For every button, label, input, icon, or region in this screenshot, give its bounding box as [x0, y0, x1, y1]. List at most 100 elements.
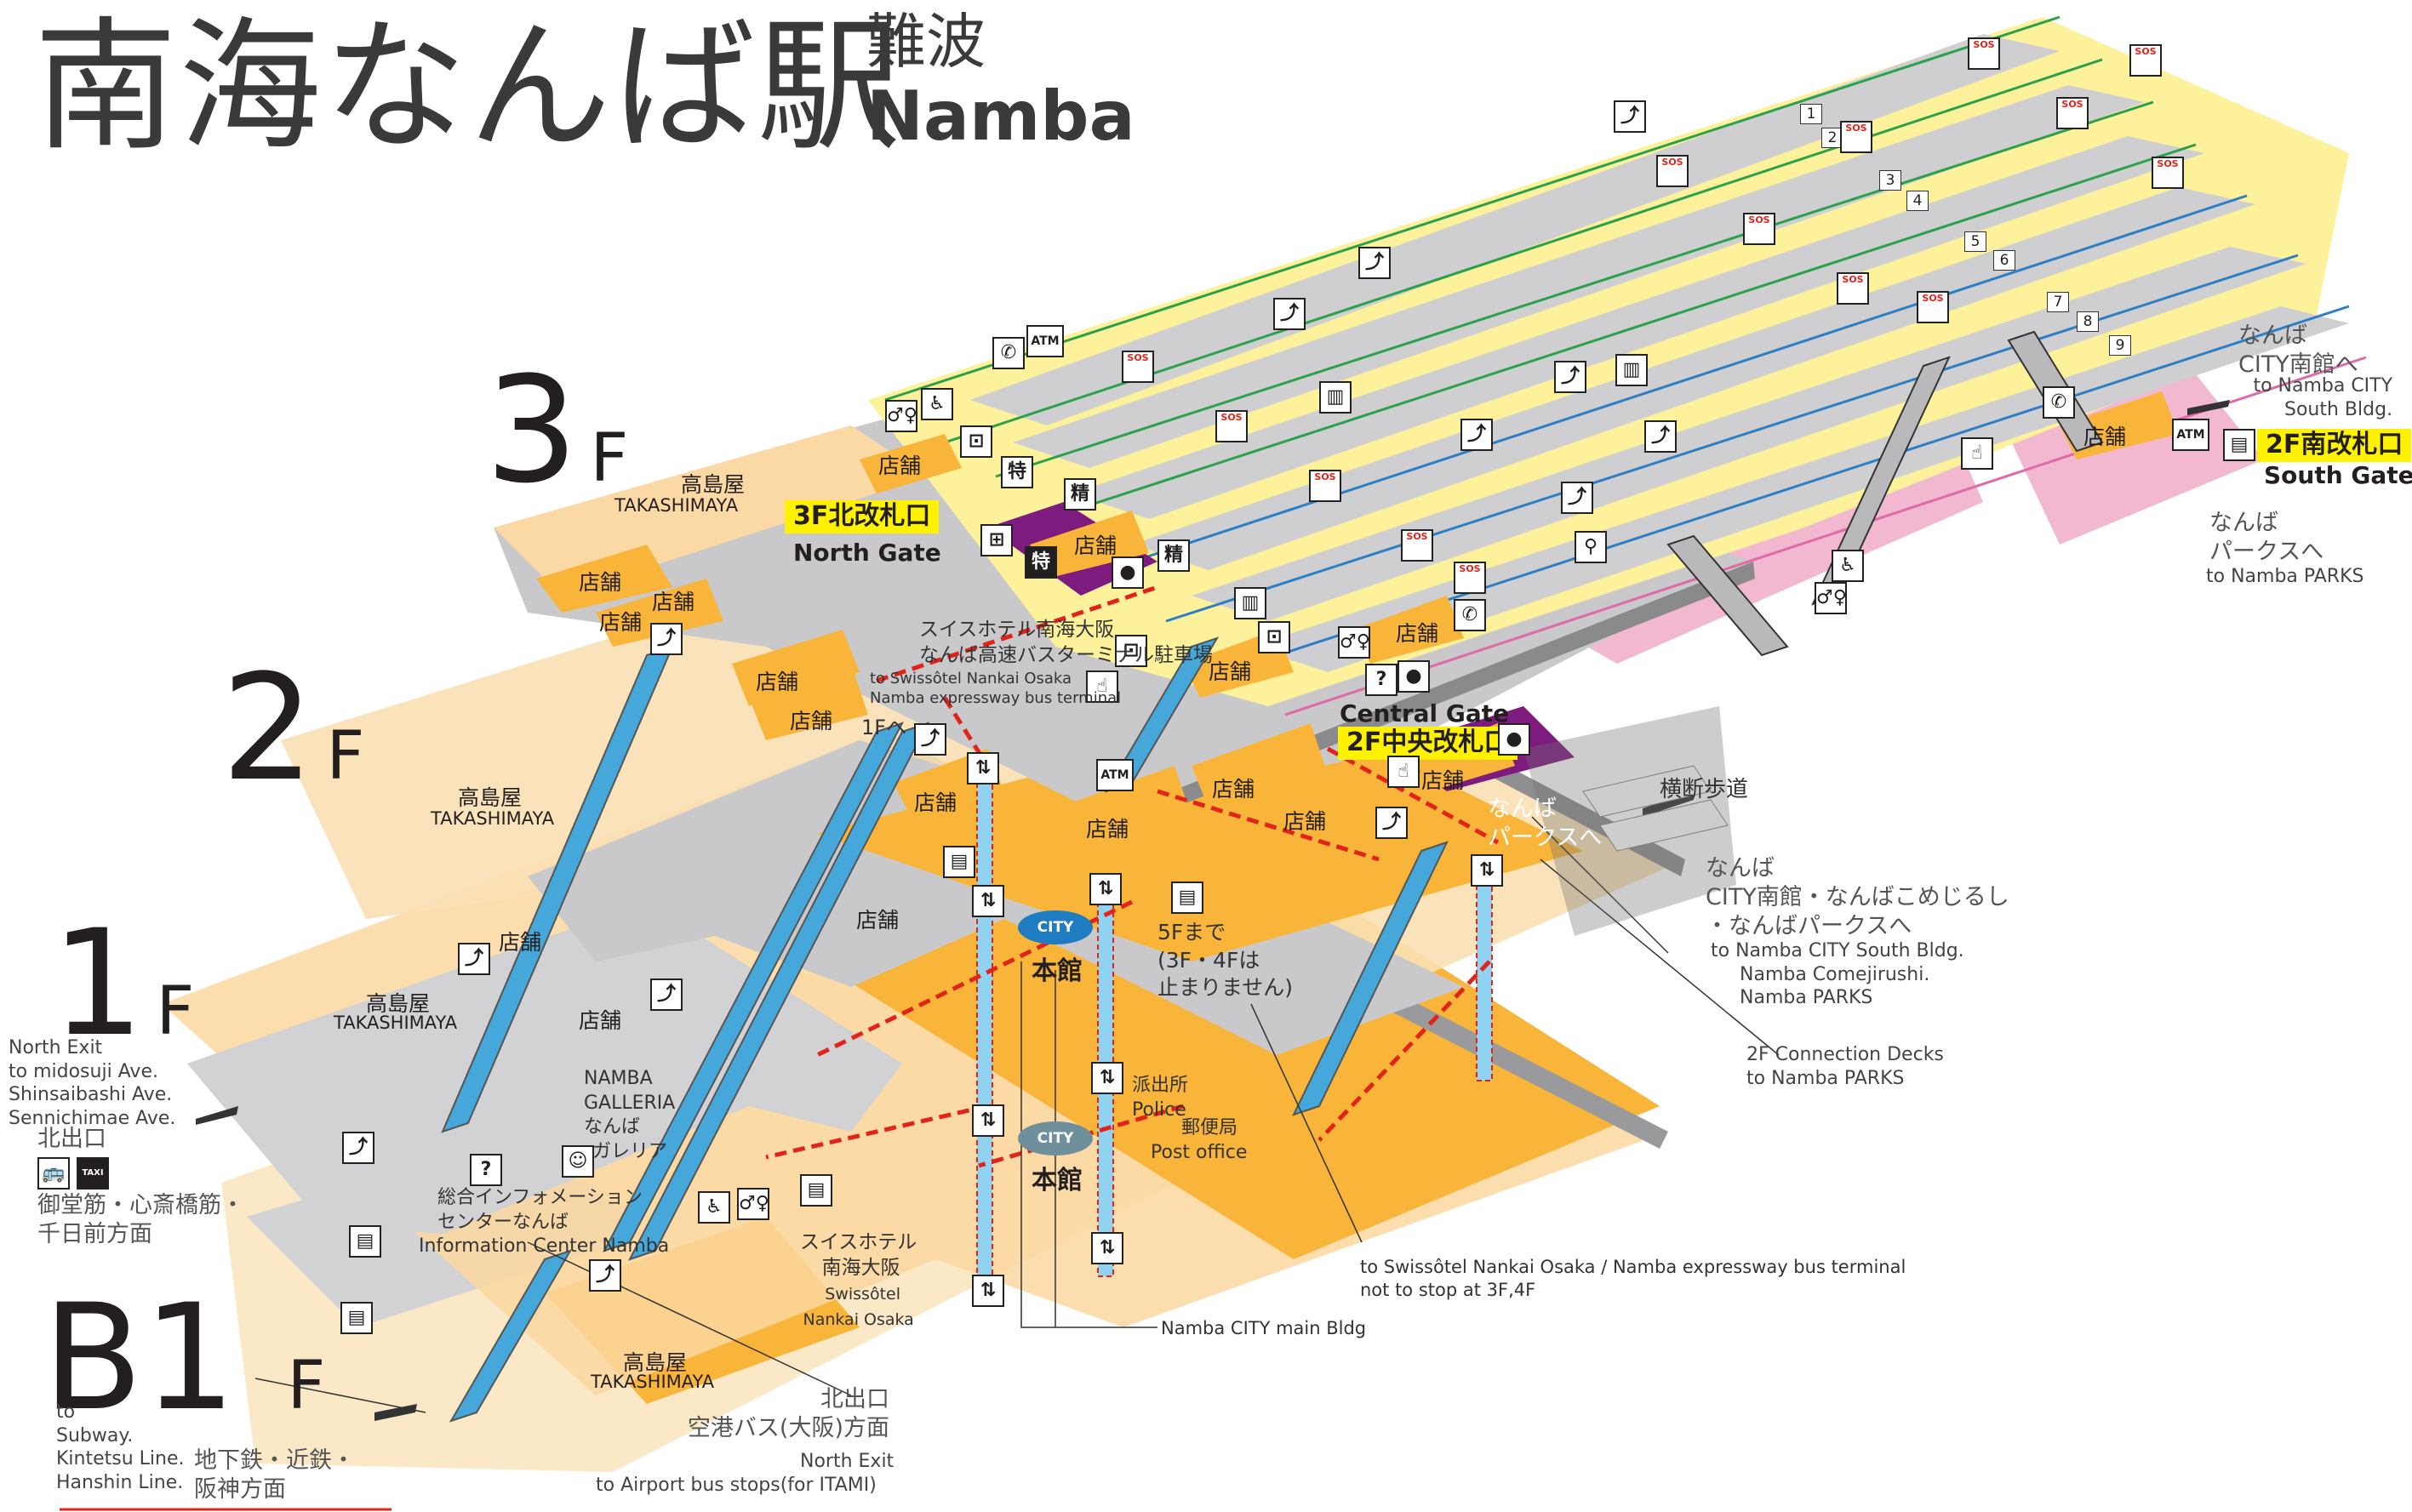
airport-exit-label-jp: 北出口 空港バス(大阪)方面: [684, 1385, 889, 1443]
locker-icon: ▤: [340, 1302, 373, 1334]
escalator-icon: ⤴: [914, 723, 946, 756]
line: to Namba CITY: [2253, 375, 2393, 397]
line: パークスへ: [2209, 538, 2324, 565]
fare-adjust-icon: 精: [1064, 478, 1096, 511]
line: 止まりません): [1157, 975, 1294, 1000]
elevator-icon: ⇅: [972, 1104, 1004, 1137]
escalator-icon: ⤴: [650, 979, 683, 1011]
airport-exit-label-en: North Exit to Airport bus stops(for ITAM…: [596, 1450, 894, 1497]
shop-label: 店舗: [499, 930, 542, 955]
escalator-icon: ⤴: [1644, 420, 1677, 453]
restroom-icon: ♂♀: [1815, 582, 1847, 614]
sos-icon: SOS: [1743, 213, 1775, 245]
taxi-icon: TAXI: [77, 1157, 109, 1190]
line: 御堂筋・心斎橋筋・: [37, 1192, 244, 1218]
bag-icon: ⊡: [1258, 621, 1290, 653]
line: Police: [1132, 1098, 1186, 1121]
shop-label: 店舗: [1421, 768, 1465, 793]
swissotel-elevator-note: to Swissôtel Nankai Osaka / Namba expres…: [1360, 1256, 1906, 1303]
leader-lines: [254, 816, 1780, 1413]
hand-icon: ☝: [1961, 437, 1993, 470]
floor-number: 2: [221, 642, 315, 813]
atm-icon: ATM: [1026, 325, 1064, 357]
line: Nankai Osaka: [803, 1309, 914, 1329]
swissotel-3f-label-en: to Swissôtel Nankai Osaka Namba expressw…: [870, 669, 1121, 709]
north-exit-label-jp: 北出口: [37, 1126, 106, 1152]
city-mall-label: なんば CITY南館・なんばこめじるし ・なんばパークスへ: [1706, 854, 2009, 940]
line: Namba expressway bus terminal: [870, 689, 1122, 708]
central-gate-tag: 2F中央改札口: [1338, 727, 1518, 760]
phone-icon: ✆: [1454, 599, 1486, 631]
line: Information Center Namba: [419, 1235, 670, 1258]
north-gate-en: North Gate: [793, 539, 941, 567]
locker-icon: ▤: [943, 846, 975, 878]
locker-icon: ▤: [1171, 882, 1203, 914]
city-mall-label-en: to Namba CITY South Bldg. Namba Comejiru…: [1711, 939, 1964, 1010]
ticket-machine-icon: ▥: [1615, 354, 1648, 386]
ticket-machine-icon: ▥: [1234, 587, 1266, 619]
line: 郵便局: [1181, 1117, 1238, 1138]
sos-icon: SOS: [2056, 97, 2089, 129]
platform-number: 6: [1993, 250, 2015, 271]
locker-icon: ▤: [2223, 429, 2255, 461]
info-icon: ?: [1365, 664, 1397, 696]
city-main-bldg-label: 本館: [1032, 956, 1083, 986]
line: North Exit: [9, 1037, 103, 1058]
sos-icon: SOS: [1215, 410, 1248, 442]
takashimaya-3f-en: TAKASHIMAYA: [614, 495, 739, 516]
line: 阪神方面: [194, 1475, 286, 1503]
platform-number: 5: [1964, 231, 1986, 252]
bag-icon: ⊡: [960, 425, 992, 458]
line: 空港バス(大阪)方面: [687, 1414, 889, 1441]
galleria-label: NAMBA GALLERIA なんば ガレリア: [584, 1067, 675, 1164]
accessible-bathroom-icon: ⚲: [1575, 531, 1607, 563]
line: 派出所: [1132, 1075, 1189, 1096]
wheelchair-icon: ♿: [698, 1191, 730, 1224]
line: Swissôtel: [825, 1284, 901, 1304]
police-label: 派出所 Police: [1132, 1074, 1188, 1122]
bag-icon: ⊡: [1115, 635, 1147, 667]
hand-icon: ☝: [1387, 756, 1420, 788]
south-gate-tag: 2F南改札口: [2257, 429, 2412, 462]
central-gate-en: Central Gate: [1340, 699, 1510, 727]
city-south-label: なんば CITY南館へ: [2238, 322, 2358, 379]
city-south-label-en: to Namba CITY South Bldg.: [2242, 374, 2392, 421]
takashimaya-3f-jp: 高島屋: [681, 472, 746, 497]
takashimaya-1f-en: TAKASHIMAYA: [334, 1013, 458, 1033]
line: to Swissôtel Nankai Osaka / Namba expres…: [1360, 1257, 1906, 1277]
platform-number: 1: [1800, 104, 1822, 124]
line: to: [56, 1401, 76, 1423]
line: South Bldg.: [2284, 398, 2393, 420]
parks-2f-label: なんば パークスへ: [1488, 795, 1602, 853]
line: なんば: [2238, 322, 2307, 349]
crosswalk: [1582, 765, 1729, 852]
sos-icon: SOS: [2129, 44, 2162, 77]
line: GALLERIA: [584, 1092, 676, 1114]
crosswalk-label: 横断歩道: [1660, 777, 1749, 802]
line: ・なんばパークスへ: [1706, 912, 1912, 939]
escalator-icon: ⤴: [589, 1259, 621, 1292]
line: Kintetsu Line.: [56, 1448, 185, 1469]
line: スイスホテル南海大阪: [919, 619, 1115, 641]
line: Sennichimae Ave.: [9, 1107, 176, 1129]
shop-label: 店舗: [790, 709, 833, 733]
nursing-room-icon: ☺: [562, 1145, 594, 1178]
elevator-icon: ⇅: [1471, 854, 1503, 887]
platform-number: 8: [2077, 311, 2099, 332]
wheelchair-icon: ♿: [921, 388, 953, 420]
escalator-icon: ⤴: [1614, 100, 1646, 133]
escalator-icon: ⤴: [1561, 482, 1593, 514]
atm-icon: ATM: [1096, 759, 1134, 791]
sos-icon: SOS: [1917, 291, 1949, 323]
sos-icon: SOS: [1122, 351, 1154, 383]
floor-suffix: F: [287, 1348, 326, 1424]
connection-deck-label: 2F Connection Decks to Namba PARKS: [1746, 1043, 1944, 1090]
sos-icon: SOS: [1968, 37, 2000, 70]
line: 北出口: [820, 1386, 889, 1412]
shop-label: 店舗: [1212, 777, 1255, 802]
escalators: [441, 636, 1449, 1423]
fare-adjust-icon: 精: [1157, 539, 1190, 572]
line: なんば: [2209, 510, 2278, 536]
